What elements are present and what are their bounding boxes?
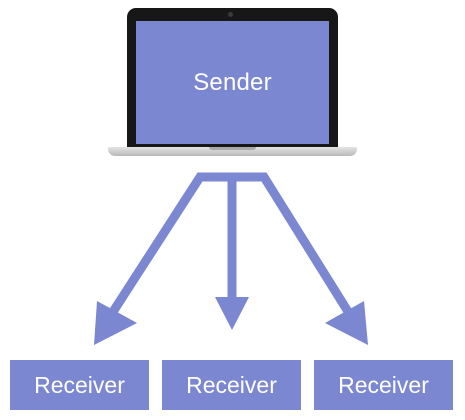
arrow-shaft-right <box>232 172 356 321</box>
receiver-label: Receiver <box>186 371 277 398</box>
receiver-box: Receiver <box>10 360 149 410</box>
arrow-head-right-icon <box>325 301 368 345</box>
laptop-base <box>108 147 357 156</box>
laptop-screen: Sender <box>136 21 329 144</box>
laptop-lid: Sender <box>127 8 338 148</box>
arrow-shaft-left <box>105 172 232 321</box>
sender-label: Sender <box>193 68 272 96</box>
receiver-label: Receiver <box>338 371 429 398</box>
camera-icon <box>228 12 233 17</box>
receiver-box: Receiver <box>314 360 453 410</box>
arrow-head-left-icon <box>94 301 137 345</box>
arrow-head-center-icon <box>215 297 249 330</box>
receiver-label: Receiver <box>34 371 125 398</box>
laptop-notch <box>209 147 256 150</box>
receiver-box: Receiver <box>162 360 301 410</box>
